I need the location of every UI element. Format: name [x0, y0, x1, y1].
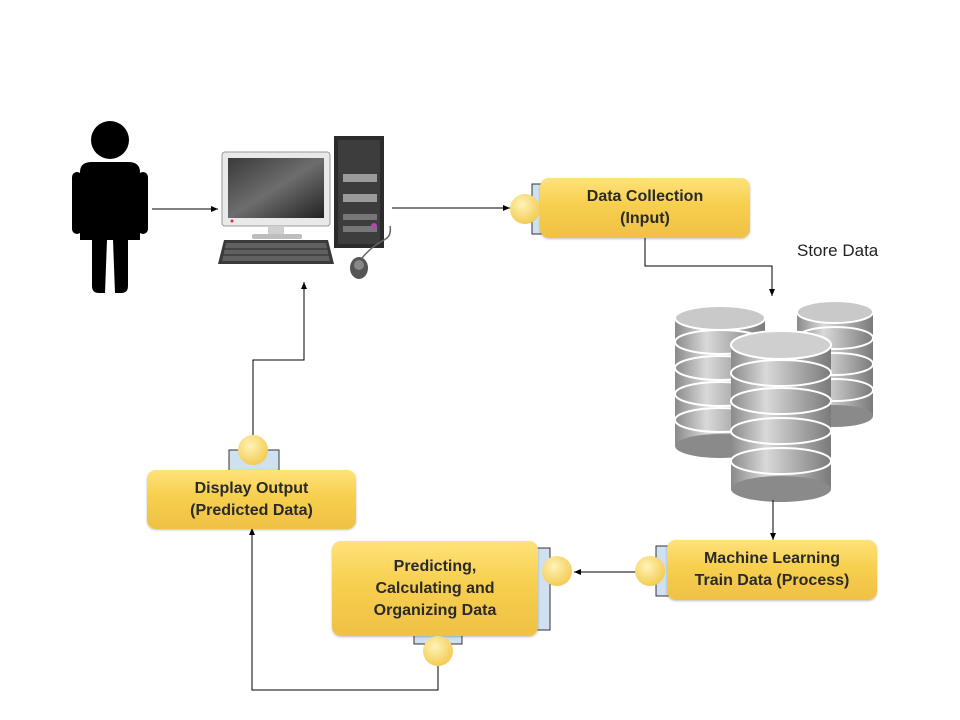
predicting-box: Predicting, Calculating and Organizing D… — [332, 541, 538, 636]
database-stack-icon — [674, 300, 874, 502]
data-collection-label: Data Collection (Input) — [586, 188, 704, 227]
display-output-box: Display Output (Predicted Data) — [147, 470, 356, 529]
display-output-label: Display Output (Predicted Data) — [190, 479, 313, 519]
data-collection-box: Data Collection (Input) — [540, 178, 750, 238]
desktop-computer-icon — [218, 136, 392, 279]
ml-train-label: Machine Learning Train Data (Process) — [694, 550, 850, 589]
ml-train-box: Machine Learning Train Data (Process) — [667, 540, 877, 600]
predicting-label: Predicting, Calculating and Organizing D… — [373, 557, 497, 619]
store-data-label: Store Data — [797, 241, 879, 260]
person-icon — [72, 121, 148, 293]
connector-lines — [152, 205, 776, 691]
